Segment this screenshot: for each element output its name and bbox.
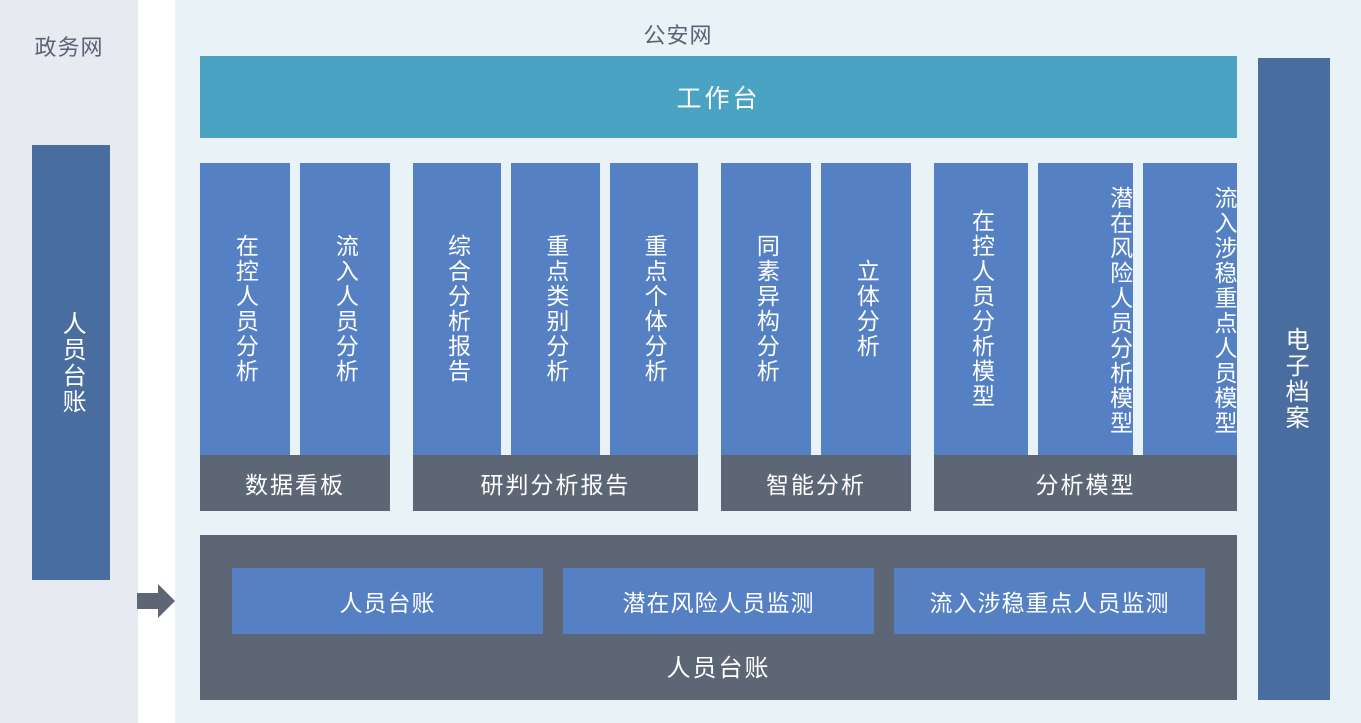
public-security-network-panel: 公安网 工作台 在控人员分析 流入人员分析 数据看板 综合分析报告 重点类别分析… xyxy=(175,0,1361,723)
card-module[interactable]: 潜在风险人员分析模型 xyxy=(1038,163,1133,455)
tile-module[interactable]: 潜在风险人员监测 xyxy=(563,568,874,634)
group-footer-label: 数据看板 xyxy=(200,455,390,511)
personnel-ledger-panel: 人员台账 潜在风险人员监测 流入涉稳重点人员监测 人员台账 xyxy=(200,535,1237,700)
group-cards: 综合分析报告 重点类别分析 重点个体分析 xyxy=(413,163,698,455)
card-module[interactable]: 在控人员分析 xyxy=(200,163,290,455)
card-module[interactable]: 在控人员分析模型 xyxy=(934,163,1029,455)
card-module[interactable]: 同素异构分析 xyxy=(721,163,811,455)
group-data-dashboard: 在控人员分析 流入人员分析 数据看板 xyxy=(200,163,390,511)
group-footer-label: 研判分析报告 xyxy=(413,455,698,511)
tile-module[interactable]: 流入涉稳重点人员监测 xyxy=(894,568,1205,634)
right-arrow-icon xyxy=(137,583,175,619)
workbench-bar[interactable]: 工作台 xyxy=(200,56,1237,138)
card-module[interactable]: 立体分析 xyxy=(821,163,911,455)
government-network-title: 政务网 xyxy=(34,35,104,60)
card-module[interactable]: 重点个体分析 xyxy=(609,163,698,455)
group-cards: 在控人员分析 流入人员分析 xyxy=(200,163,390,455)
card-module[interactable]: 流入人员分析 xyxy=(300,163,390,455)
personnel-ledger-caption: 人员台账 xyxy=(666,655,771,682)
government-network-panel: 政务网 人员台账 xyxy=(0,0,138,723)
group-analysis-report: 综合分析报告 重点类别分析 重点个体分析 研判分析报告 xyxy=(413,163,698,511)
card-module[interactable]: 重点类别分析 xyxy=(511,163,600,455)
group-analysis-model: 在控人员分析模型 潜在风险人员分析模型 流入涉稳重点人员模型 分析模型 xyxy=(934,163,1237,511)
group-footer-label: 分析模型 xyxy=(934,455,1237,511)
group-cards: 同素异构分析 立体分析 xyxy=(721,163,911,455)
tile-module[interactable]: 人员台账 xyxy=(232,568,543,634)
group-intelligent-analysis: 同素异构分析 立体分析 智能分析 xyxy=(721,163,911,511)
card-module[interactable]: 综合分析报告 xyxy=(413,163,502,455)
group-cards: 在控人员分析模型 潜在风险人员分析模型 流入涉稳重点人员模型 xyxy=(934,163,1237,455)
left-personnel-ledger-card[interactable]: 人员台账 xyxy=(32,145,110,580)
card-module[interactable]: 流入涉稳重点人员模型 xyxy=(1142,163,1237,455)
module-groups-row: 在控人员分析 流入人员分析 数据看板 综合分析报告 重点类别分析 重点个体分析 … xyxy=(200,163,1237,511)
electronic-archive-card[interactable]: 电子档案 xyxy=(1258,58,1330,700)
group-footer-label: 智能分析 xyxy=(721,455,911,511)
public-security-network-title: 公安网 xyxy=(643,23,713,48)
personnel-ledger-tiles: 人员台账 潜在风险人员监测 流入涉稳重点人员监测 xyxy=(232,568,1205,634)
